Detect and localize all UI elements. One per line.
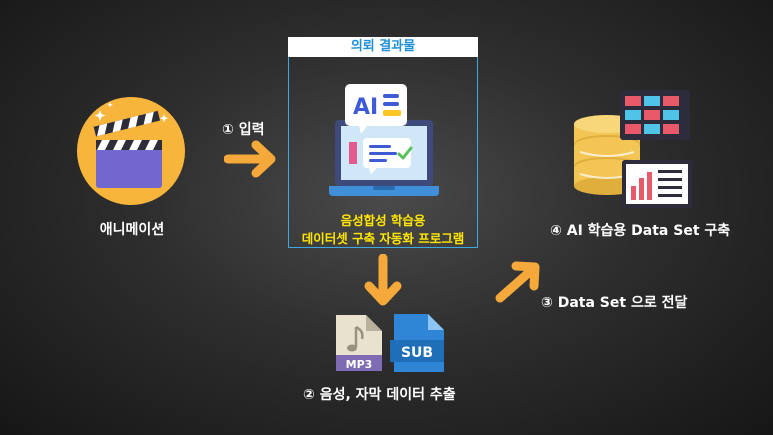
result-box: 의뢰 결과물 AI 음성합성 학습용 데이터셋 구축 자동화 프로그램	[288, 37, 478, 248]
arrow-down-icon	[364, 254, 402, 306]
mp3-file-text: MP3	[346, 358, 373, 371]
step3-label: ③ Data Set 으로 전달	[541, 295, 688, 311]
program-line-2: 데이터셋 구축 자동화 프로그램	[301, 231, 465, 246]
step4-label: ④ AI 학습용 Data Set 구축	[550, 223, 731, 239]
clapperboard-icon	[77, 97, 185, 205]
step1-label: ① 입력	[222, 122, 265, 138]
ai-text: AI	[353, 95, 378, 120]
arrow-right-icon	[224, 140, 276, 178]
sub-file-text: SUB	[401, 345, 433, 361]
step2-label: ② 음성, 자막 데이터 추출	[303, 387, 456, 403]
mp3-file-icon: MP3	[336, 315, 382, 371]
arrow-up-right-icon	[495, 261, 540, 303]
ai-laptop-icon: AI	[329, 84, 439, 196]
animation-label: 애니메이션	[99, 222, 165, 238]
result-box-header: 의뢰 결과물	[288, 37, 478, 57]
dataset-icon	[574, 90, 692, 208]
program-line-1: 음성합성 학습용	[340, 213, 426, 228]
sub-file-icon: SUB	[390, 314, 444, 372]
